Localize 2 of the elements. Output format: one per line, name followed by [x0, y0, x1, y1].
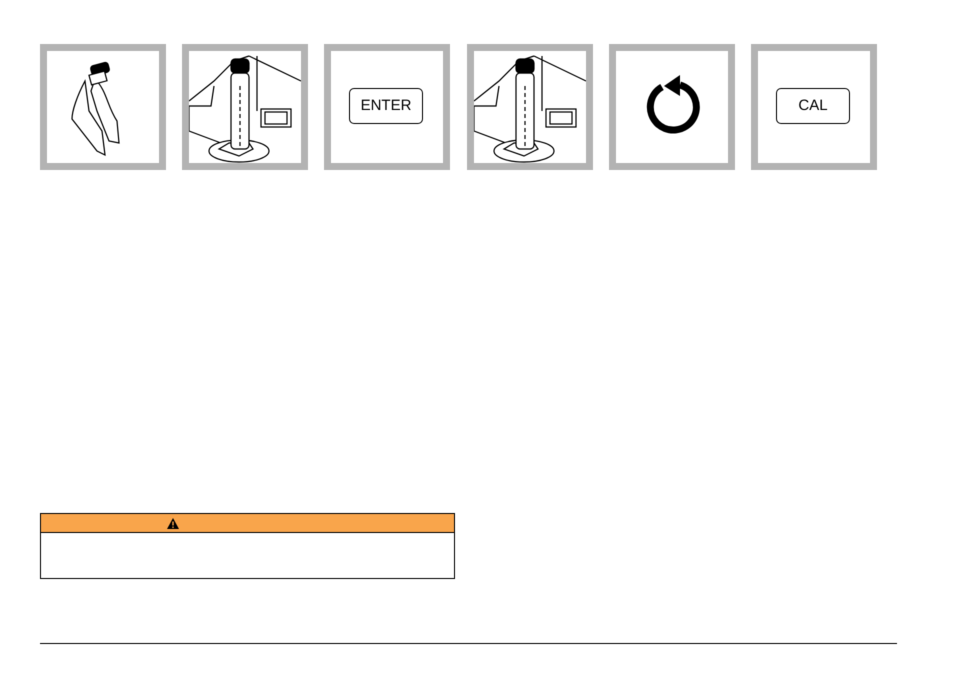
- keypad-key: ENTER: [349, 88, 423, 124]
- keypad-key: CAL: [776, 88, 850, 124]
